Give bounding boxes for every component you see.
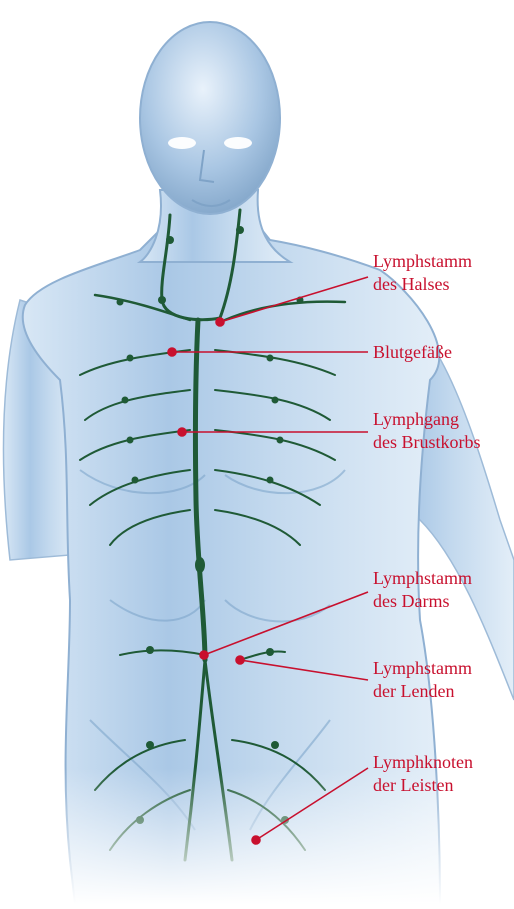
label-line: des Brustkorbs [373,431,481,454]
label-lymphknoten-leisten: Lymphknoten der Leisten [373,751,473,797]
label-line: des Darms [373,590,472,613]
label-line: Lymphstamm [373,250,472,273]
label-line: Lymphknoten [373,751,473,774]
label-line: Blutgefäße [373,341,452,364]
label-lymphgang-brustkorb: Lymphgang des Brustkorbs [373,408,481,454]
label-line: der Leisten [373,774,473,797]
label-line: Lymphgang [373,408,481,431]
label-blutgefaesse: Blutgefäße [373,341,452,364]
label-line: des Halses [373,273,472,296]
label-line: Lymphstamm [373,567,472,590]
label-lymphstamm-lenden: Lymphstamm der Lenden [373,657,472,703]
label-line: Lymphstamm [373,657,472,680]
label-line: der Lenden [373,680,472,703]
label-lymphstamm-hals: Lymphstamm des Halses [373,250,472,296]
label-lymphstamm-darm: Lymphstamm des Darms [373,567,472,613]
